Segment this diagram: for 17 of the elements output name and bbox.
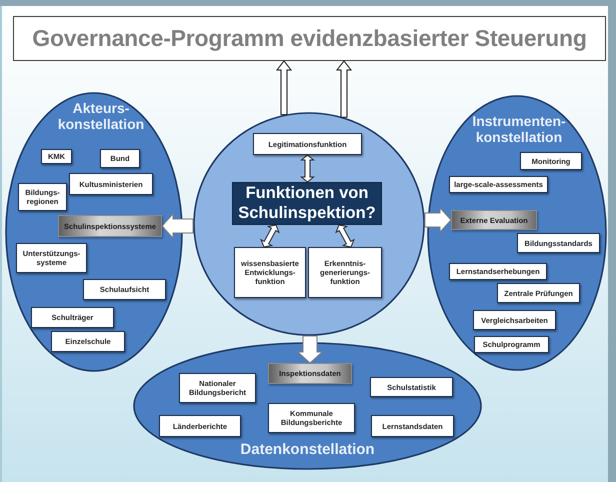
block-arrow bbox=[424, 206, 452, 234]
title-box: Governance-Programm evidenzbasierter Steuerung bbox=[13, 16, 606, 61]
double-arrow bbox=[300, 154, 315, 183]
block-arrow bbox=[276, 60, 292, 116]
ellipse-panel bbox=[427, 95, 607, 371]
double-arrow bbox=[260, 224, 280, 248]
question-box: Funktionen von Schulinspektion? bbox=[232, 182, 382, 225]
block-arrow bbox=[161, 212, 194, 240]
block-arrow bbox=[296, 336, 324, 364]
ellipse-panel bbox=[133, 342, 482, 470]
double-arrow bbox=[335, 224, 355, 248]
ellipse-heading: Instrumenten- konstellation bbox=[472, 113, 566, 146]
ellipse-panel bbox=[5, 92, 183, 372]
block-arrow bbox=[336, 60, 352, 118]
ellipse-heading: Datenkonstellation bbox=[240, 441, 375, 458]
ellipse-heading: Akteurs- konstellation bbox=[58, 100, 144, 132]
circle-panel bbox=[193, 112, 425, 336]
